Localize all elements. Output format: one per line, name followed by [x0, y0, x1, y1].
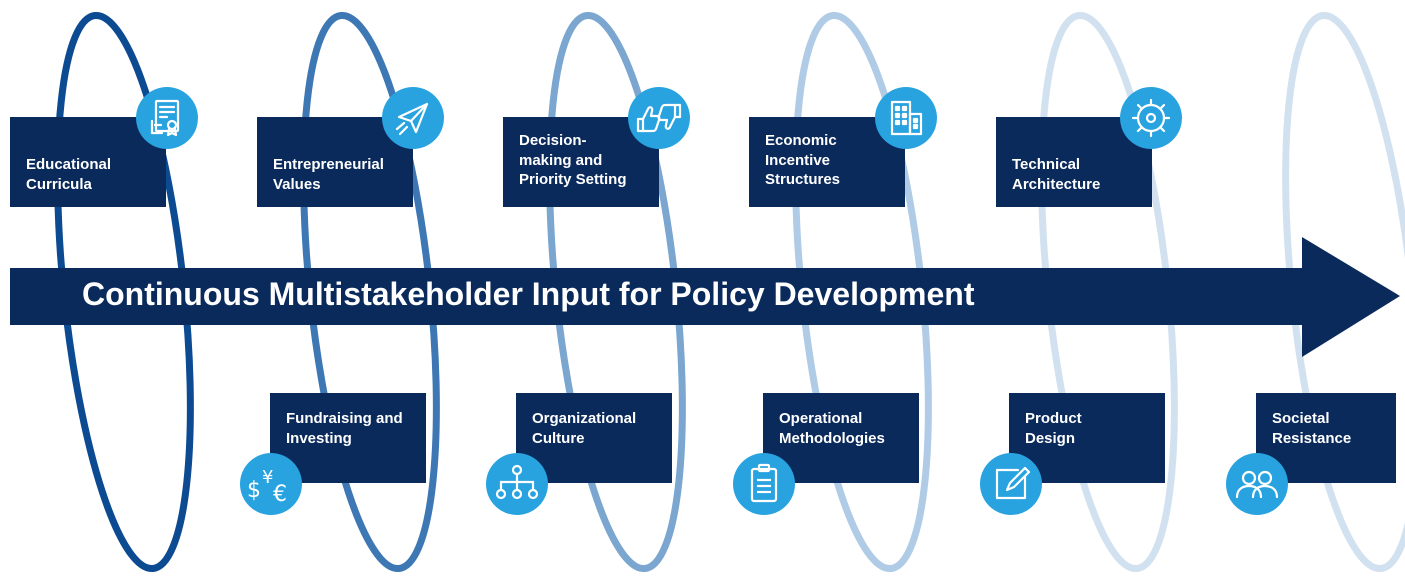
- box-economic-incentive: Economic Incentive Structures: [749, 117, 905, 207]
- svg-text:€: €: [273, 482, 287, 507]
- org-chart-icon: [486, 453, 548, 515]
- box-label: Societal Resistance: [1272, 410, 1352, 447]
- box-label: Economic Incentive Structures: [765, 132, 841, 188]
- box-label: Educational Curricula: [26, 156, 112, 193]
- thumbs-up-down-icon: [628, 87, 690, 149]
- people-icon: [1226, 453, 1288, 515]
- box-societal-resistance: Societal Resistance: [1256, 393, 1396, 483]
- gear-icon: [1120, 87, 1182, 149]
- building-icon: [875, 87, 937, 149]
- currency-icon: $ ¥ €: [240, 453, 302, 515]
- box-product-design: Product Design: [1009, 393, 1165, 483]
- box-label: Entrepreneurial Values: [273, 156, 384, 193]
- paper-plane-icon: [382, 87, 444, 149]
- box-label: Operational Methodologies: [779, 410, 885, 447]
- arrow-shape: [10, 237, 1400, 357]
- certificate-icon: [136, 87, 198, 149]
- box-organizational-culture: Organizational Culture: [516, 393, 672, 483]
- edit-icon: [980, 453, 1042, 515]
- box-label: Technical Architecture: [1012, 156, 1101, 193]
- box-label: Decision- making and Priority Setting: [519, 132, 627, 188]
- svg-text:¥: ¥: [262, 467, 273, 488]
- box-label: Product Design: [1025, 410, 1082, 447]
- svg-text:$: $: [247, 478, 261, 503]
- box-operational-methodologies: Operational Methodologies: [763, 393, 919, 483]
- box-label: Organizational Culture: [532, 410, 637, 447]
- box-label: Fundraising and Investing: [286, 410, 403, 447]
- arrow-label: Continuous Multistakeholder Input for Po…: [82, 276, 975, 312]
- clipboard-icon: [733, 453, 795, 515]
